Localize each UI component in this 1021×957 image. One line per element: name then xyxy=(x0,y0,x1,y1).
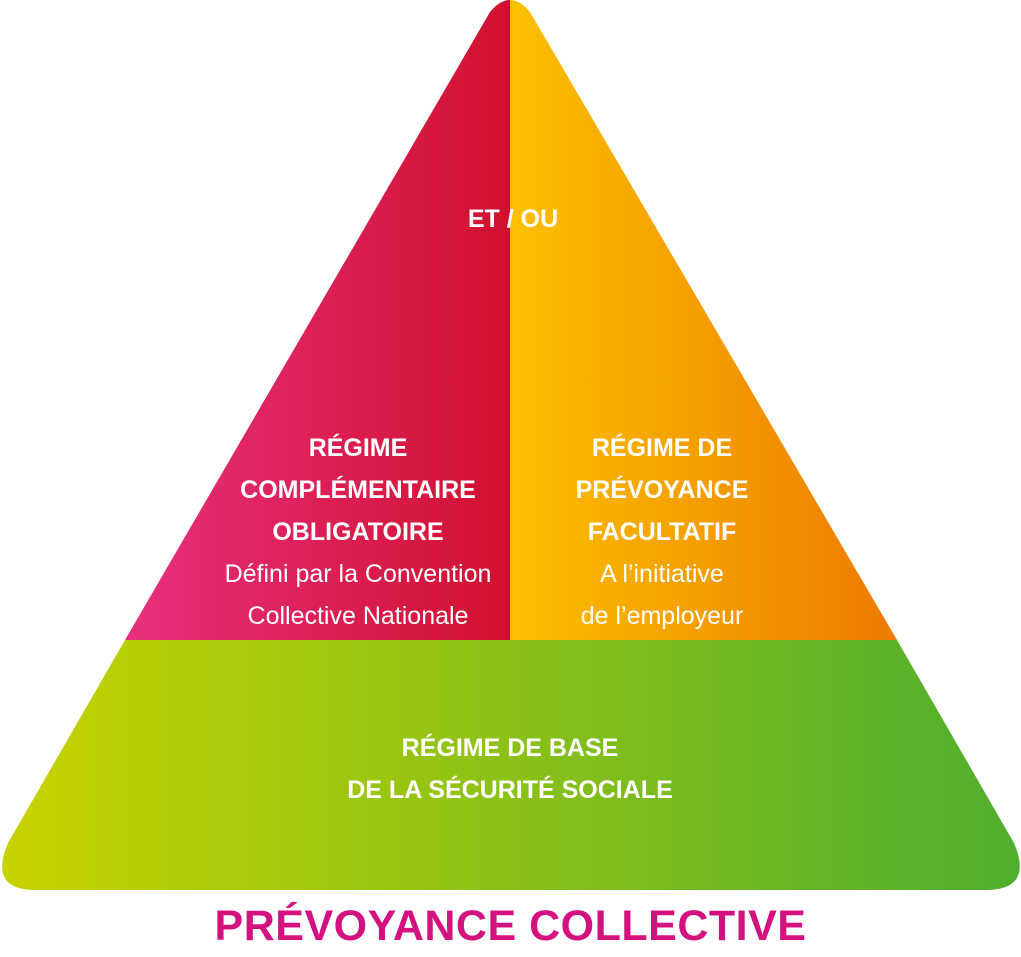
left-title-line-1: RÉGIME xyxy=(308,434,408,462)
base-title-line-1: RÉGIME DE BASE xyxy=(401,734,619,762)
base-title-line-2: DE LA SÉCURITÉ SOCIALE xyxy=(347,776,673,804)
left-title-line-3: OBLIGATOIRE xyxy=(272,518,444,546)
right-desc-line-1: A l’initiative xyxy=(600,560,724,588)
footer-title: PRÉVOYANCE COLLECTIVE xyxy=(214,902,807,950)
base-section-text: RÉGIME DE BASE DE LA SÉCURITÉ SOCIALE xyxy=(260,727,760,811)
left-desc-line-1: Défini par la Convention xyxy=(224,560,492,588)
right-title-line-3: FACULTATIF xyxy=(587,518,737,546)
right-section-shape xyxy=(510,0,897,640)
base-section-shape xyxy=(2,640,1020,890)
left-section-text: RÉGIME COMPLÉMENTAIRE OBLIGATOIRE Défini… xyxy=(168,427,548,637)
left-desc-line-2: Collective Nationale xyxy=(247,602,469,630)
right-title-line-2: PRÉVOYANCE xyxy=(575,476,749,504)
left-title-line-2: COMPLÉMENTAIRE xyxy=(240,476,476,504)
right-title-line-1: RÉGIME DE xyxy=(591,434,733,462)
et-ou-label: ET / OU xyxy=(467,205,559,233)
left-section-shape xyxy=(125,0,510,640)
right-desc-line-2: de l’employeur xyxy=(580,602,744,630)
right-section-text: RÉGIME DE PRÉVOYANCE FACULTATIF A l’init… xyxy=(482,427,842,637)
